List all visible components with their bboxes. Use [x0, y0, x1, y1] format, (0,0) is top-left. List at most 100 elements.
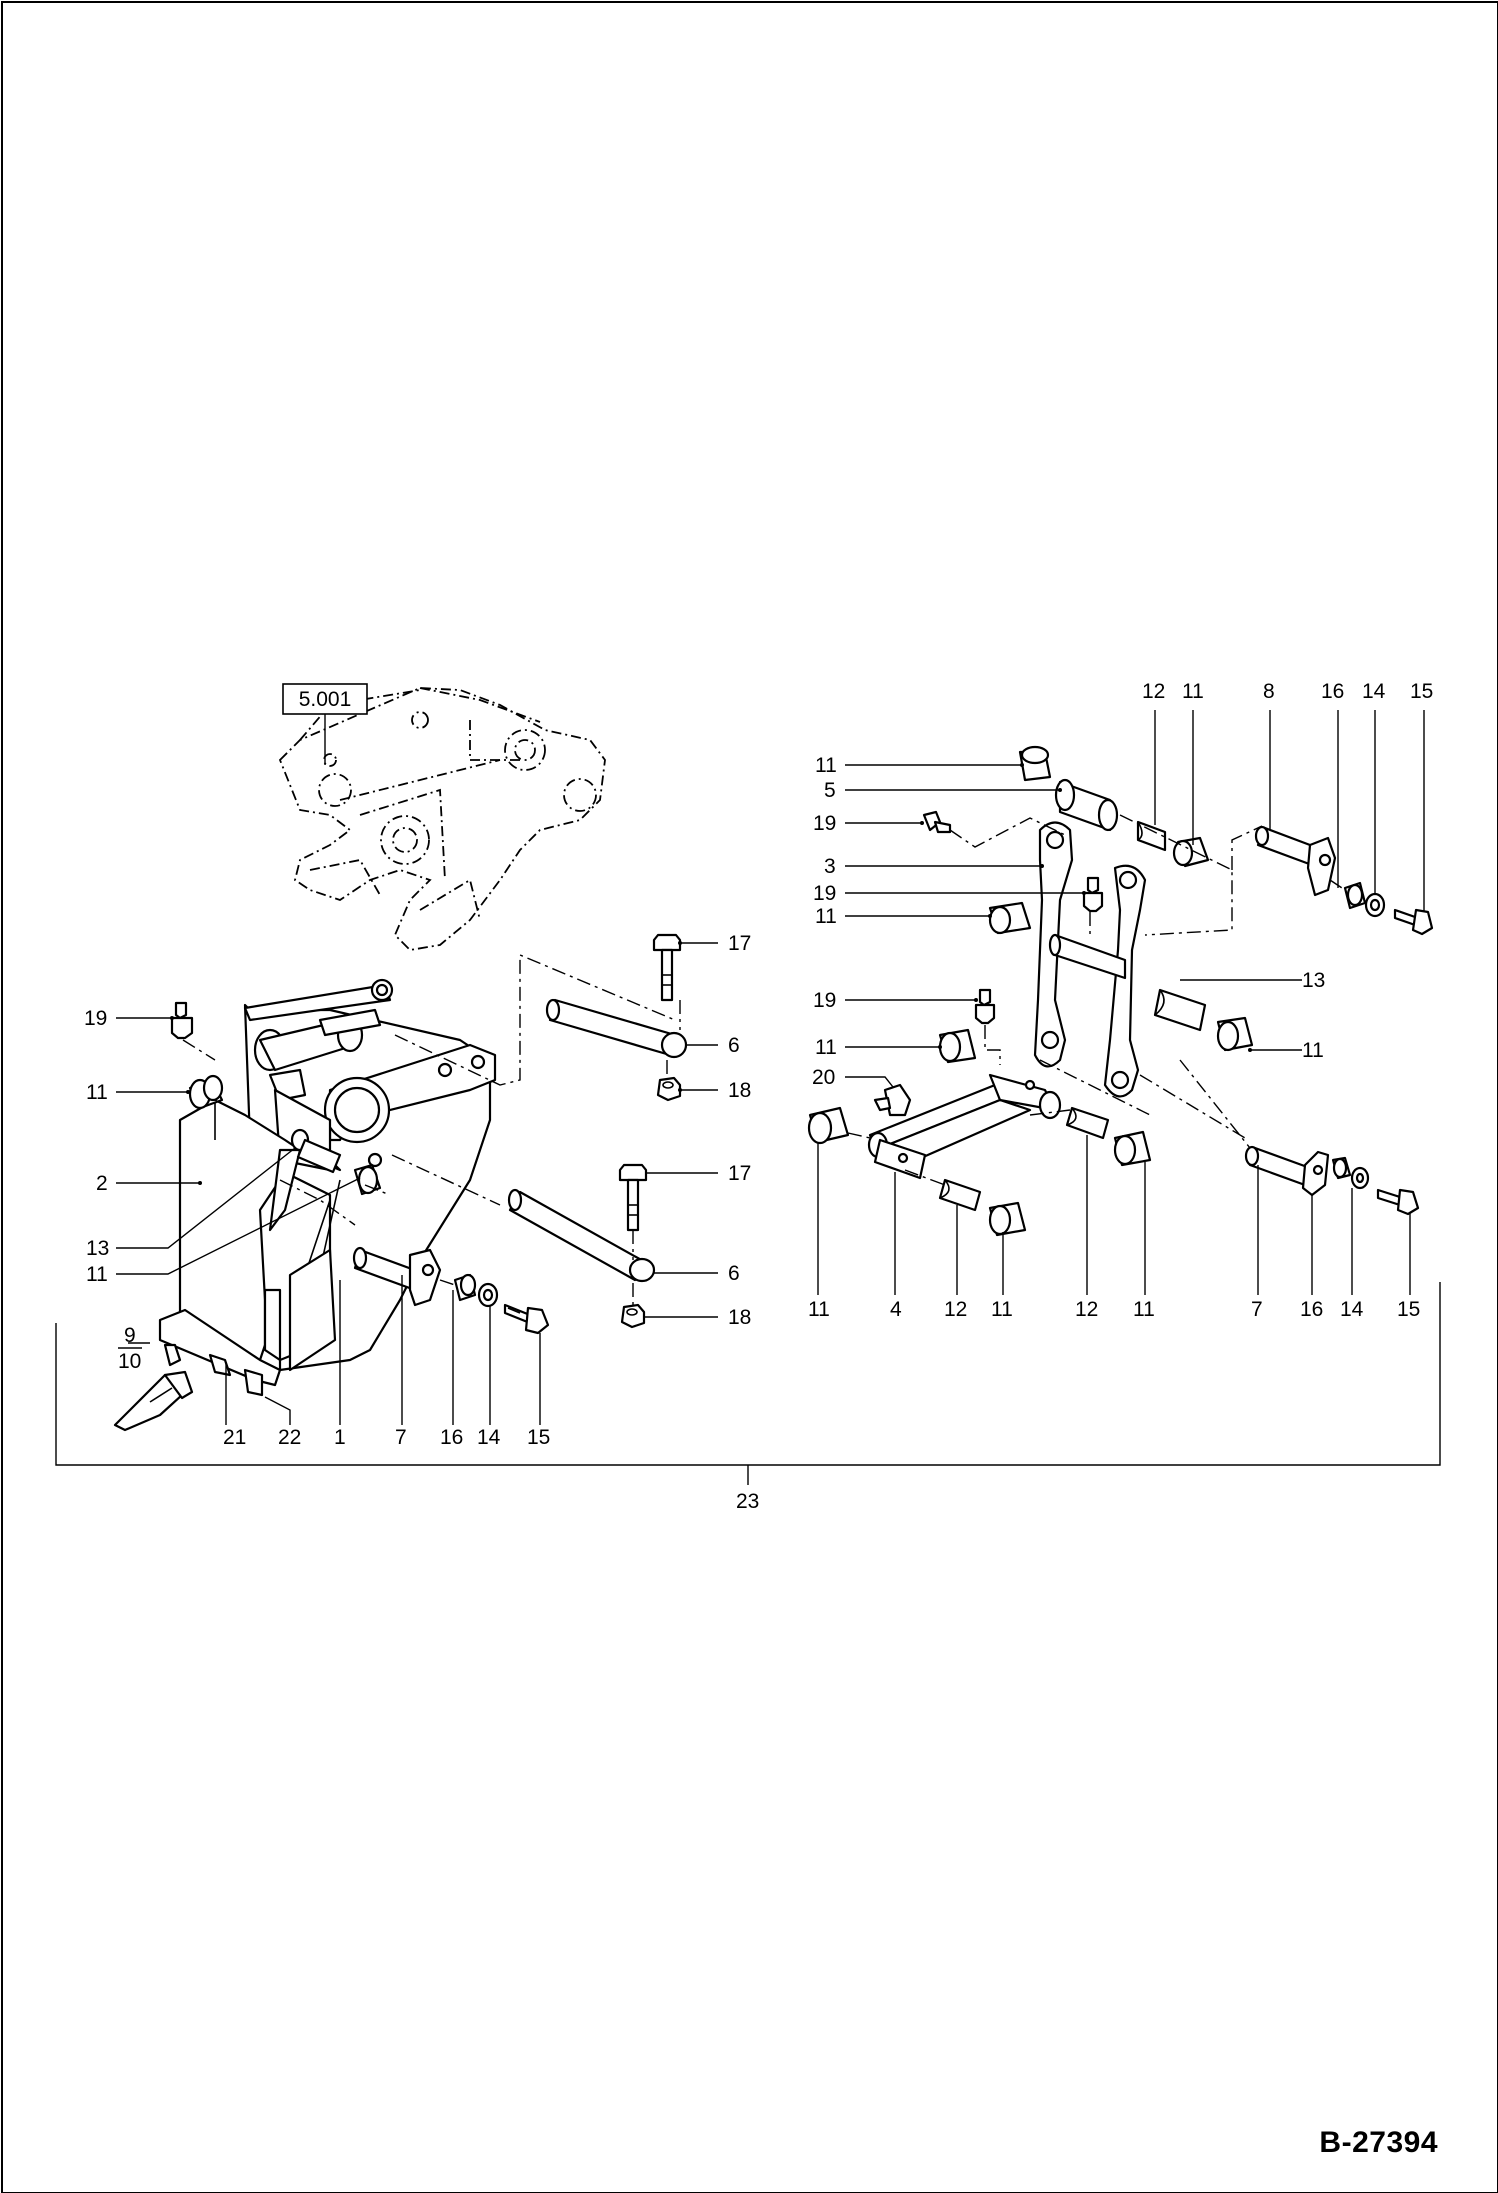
half-shell-part-12-lower-right [1065, 1106, 1110, 1140]
label-4: 4 [890, 1298, 902, 1321]
label-11-r-e: 11 [808, 1298, 830, 1321]
label-7-left: 7 [395, 1426, 407, 1449]
label-18-lower: 18 [728, 1306, 751, 1329]
label-11-left-top: 11 [86, 1081, 108, 1104]
label-11-top: 11 [1182, 680, 1204, 703]
label-12-r-b: 12 [1075, 1298, 1098, 1321]
washer-part-14-right [1350, 1166, 1370, 1190]
label-11-r-g: 11 [1133, 1298, 1155, 1321]
label-12-r-a: 12 [944, 1298, 967, 1321]
label-6-upper: 6 [728, 1034, 740, 1057]
bushing-part-11-right-top [1018, 745, 1052, 782]
bushing-part-11-lower-left [807, 1106, 850, 1145]
bolt-part-15-left [503, 1303, 550, 1335]
label-15-top: 15 [1410, 680, 1433, 703]
bushing-part-11-upper-left [188, 1074, 224, 1110]
left-assembly-centerlines [214, 953, 681, 1305]
label-13-right: 13 [1302, 969, 1325, 992]
label-11-r-f: 11 [991, 1298, 1013, 1321]
label-9: 9 [124, 1324, 136, 1347]
label-19-r-b: 19 [813, 882, 836, 905]
label-17-lower: 17 [728, 1162, 751, 1185]
right-assembly-centerlines [847, 814, 1346, 1186]
reference-box: 5.001 [282, 683, 368, 765]
label-12-top: 12 [1142, 680, 1165, 703]
label-23-assembly: 23 [736, 1490, 759, 1513]
label-19-left: 19 [84, 1007, 107, 1030]
label-11-left-mid: 11 [86, 1263, 108, 1286]
label-14-right: 14 [1340, 1298, 1364, 1321]
grease-nipple-part-19-right-mid [1082, 876, 1104, 913]
label-15-right: 15 [1397, 1298, 1420, 1321]
label-3: 3 [824, 855, 836, 878]
sleeve-part-13-right [1153, 988, 1207, 1032]
bushing-part-11-mid-left [353, 1163, 382, 1196]
bushing-part-11-lower-mid [988, 1201, 1027, 1237]
washer-part-14-top [1364, 892, 1386, 918]
bushing-part-16-top [1343, 881, 1367, 910]
label-20: 20 [812, 1066, 835, 1089]
label-11-r-a: 11 [815, 754, 837, 777]
nut-part-18-upper [656, 1076, 682, 1102]
leader-lines [55, 710, 1441, 1485]
pin-part-6-lower [507, 1188, 656, 1283]
pin-part-6-upper [545, 998, 688, 1059]
grease-nipple-part-19-left [170, 1001, 216, 1061]
half-shell-part-12-lower-left [938, 1178, 982, 1212]
label-13-left: 13 [86, 1237, 109, 1260]
tooth-part-9-10 [113, 1370, 194, 1432]
bushing-part-16-right [1331, 1156, 1352, 1180]
cutting-edge [158, 1308, 282, 1397]
bushing-part-11-right-mid [988, 901, 1032, 935]
bolt-part-15-right [1376, 1188, 1420, 1216]
washer-part-14-left [477, 1282, 499, 1308]
bushing-part-16-left [453, 1273, 477, 1302]
right-part-labels: 12 11 8 16 14 15 11 5 19 3 19 11 13 19 1… [736, 680, 1433, 1513]
grease-nipple-part-19-right-low [974, 988, 996, 1025]
bushing-part-11-lower-right [1113, 1130, 1152, 1167]
label-16-left: 16 [440, 1426, 463, 1449]
label-15-left: 15 [527, 1426, 550, 1449]
label-21: 21 [223, 1426, 246, 1449]
label-8: 8 [1263, 680, 1275, 703]
bolt-part-15-top [1393, 908, 1434, 936]
label-14-top: 14 [1362, 680, 1386, 703]
link-plate-part-3 [1033, 821, 1147, 1098]
label-19-r-c: 19 [813, 989, 836, 1012]
bolt-part-17-upper [652, 933, 682, 1002]
label-16-right: 16 [1300, 1298, 1323, 1321]
label-6-lower: 6 [728, 1262, 740, 1285]
label-7-right: 7 [1251, 1298, 1263, 1321]
pin-part-7-left [352, 1246, 471, 1307]
label-18-upper: 18 [728, 1079, 751, 1102]
reference-box-label: 5.001 [299, 688, 352, 711]
sleeve-part-5 [1054, 778, 1119, 832]
quick-coupler-reference-drawing [278, 687, 606, 951]
grease-fitting-part-20 [873, 1083, 912, 1117]
grease-nipple-part-19-right-top [922, 810, 952, 834]
label-19-r-a: 19 [813, 812, 836, 835]
sleeve-part-13-left [290, 1128, 342, 1174]
label-5: 5 [824, 779, 836, 802]
label-22: 22 [278, 1426, 301, 1449]
label-11-r-d: 11 [1302, 1039, 1324, 1062]
label-1: 1 [334, 1426, 346, 1449]
bolt-part-17-lower [618, 1163, 648, 1232]
pin-part-8 [1254, 825, 1337, 897]
nut-part-18-lower [620, 1303, 646, 1329]
label-16-top: 16 [1321, 680, 1344, 703]
bushing-part-11-left-of-frame [938, 1028, 977, 1064]
label-10: 10 [118, 1350, 141, 1373]
drawing-number: B-27394 [1319, 2126, 1438, 2159]
leader-dots [170, 763, 1252, 1185]
label-2: 2 [96, 1172, 108, 1195]
bushing-part-11-top-right [1172, 836, 1210, 868]
bushing-part-11-right-lower [1216, 1016, 1254, 1052]
label-11-r-c: 11 [815, 1036, 837, 1059]
half-shell-part-12-top [1136, 820, 1167, 852]
label-11-r-b: 11 [815, 905, 837, 928]
swing-frame-part-4 [867, 1073, 1062, 1180]
label-14-left: 14 [477, 1426, 501, 1449]
